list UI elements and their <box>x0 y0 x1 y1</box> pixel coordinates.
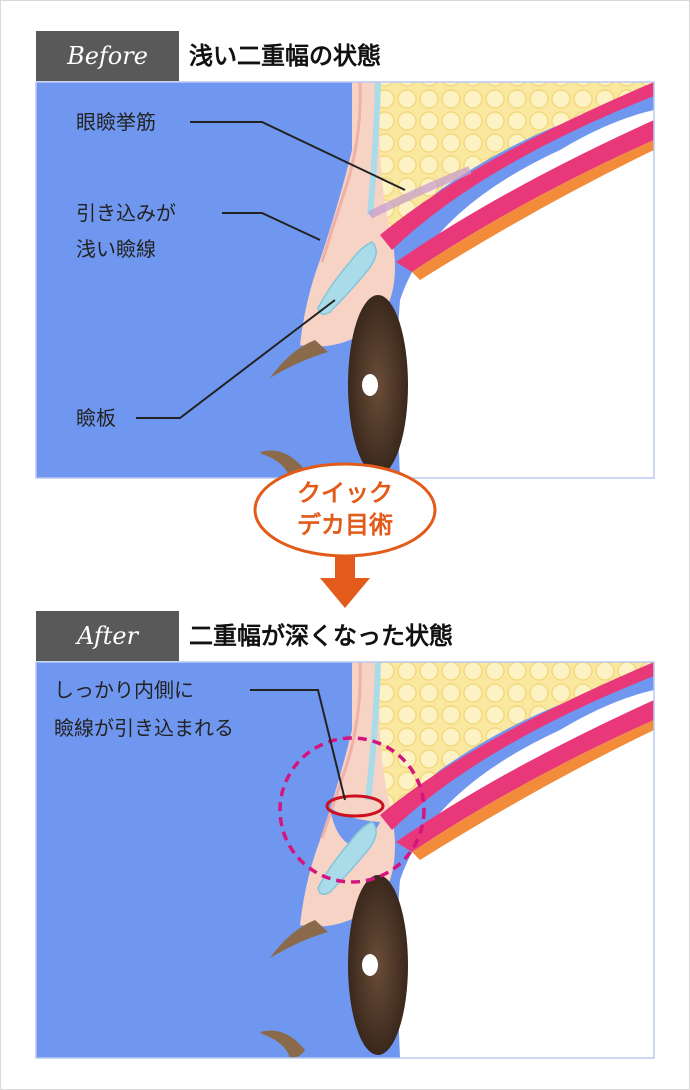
after-skin <box>300 662 395 927</box>
after-tag <box>36 611 179 661</box>
before-eyelash-upper <box>270 340 328 378</box>
after-fat <box>376 662 654 820</box>
after-eyelash-lower <box>260 1030 305 1058</box>
after-eye-highlight <box>362 954 378 976</box>
label-shallow-line-1: 引き込みが <box>76 201 176 225</box>
before-tag <box>36 31 179 81</box>
label-levator-muscle: 眼瞼挙筋 <box>76 110 156 134</box>
label-note-line-1: しっかり内側に <box>54 678 194 702</box>
before-eye-highlight <box>362 374 378 396</box>
before-tag-text: Before <box>67 42 148 70</box>
before-muscle-lower <box>396 120 654 272</box>
highlight-dashed-circle <box>278 736 426 884</box>
before-muscle-orange <box>412 140 654 280</box>
after-levator-muscle <box>380 662 654 830</box>
label-shallow-line-2: 浅い瞼線 <box>76 237 156 261</box>
after-muscle-orange <box>412 720 654 860</box>
arrow-down-icon <box>320 556 370 608</box>
before-tarsus <box>317 241 377 315</box>
after-panel <box>36 662 654 1058</box>
before-levator-muscle <box>380 82 654 250</box>
badge-line-2: デカ目術 <box>297 511 393 539</box>
after-eyelash-upper <box>270 920 328 958</box>
before-skin <box>300 82 395 347</box>
after-tag-text: After <box>76 622 139 650</box>
label-tarsus: 瞼板 <box>76 406 116 430</box>
before-fat <box>376 82 654 240</box>
label-note-line-2: 瞼線が引き込まれる <box>54 716 234 740</box>
after-tarsus <box>317 821 377 895</box>
fold-ring <box>325 794 385 818</box>
after-muscle-lower <box>396 700 654 852</box>
before-heading: 浅い二重幅の状態 <box>189 42 381 70</box>
badge-line-1: クイック <box>297 479 393 507</box>
after-heading: 二重幅が深くなった状態 <box>189 622 453 650</box>
before-panel <box>36 82 654 478</box>
